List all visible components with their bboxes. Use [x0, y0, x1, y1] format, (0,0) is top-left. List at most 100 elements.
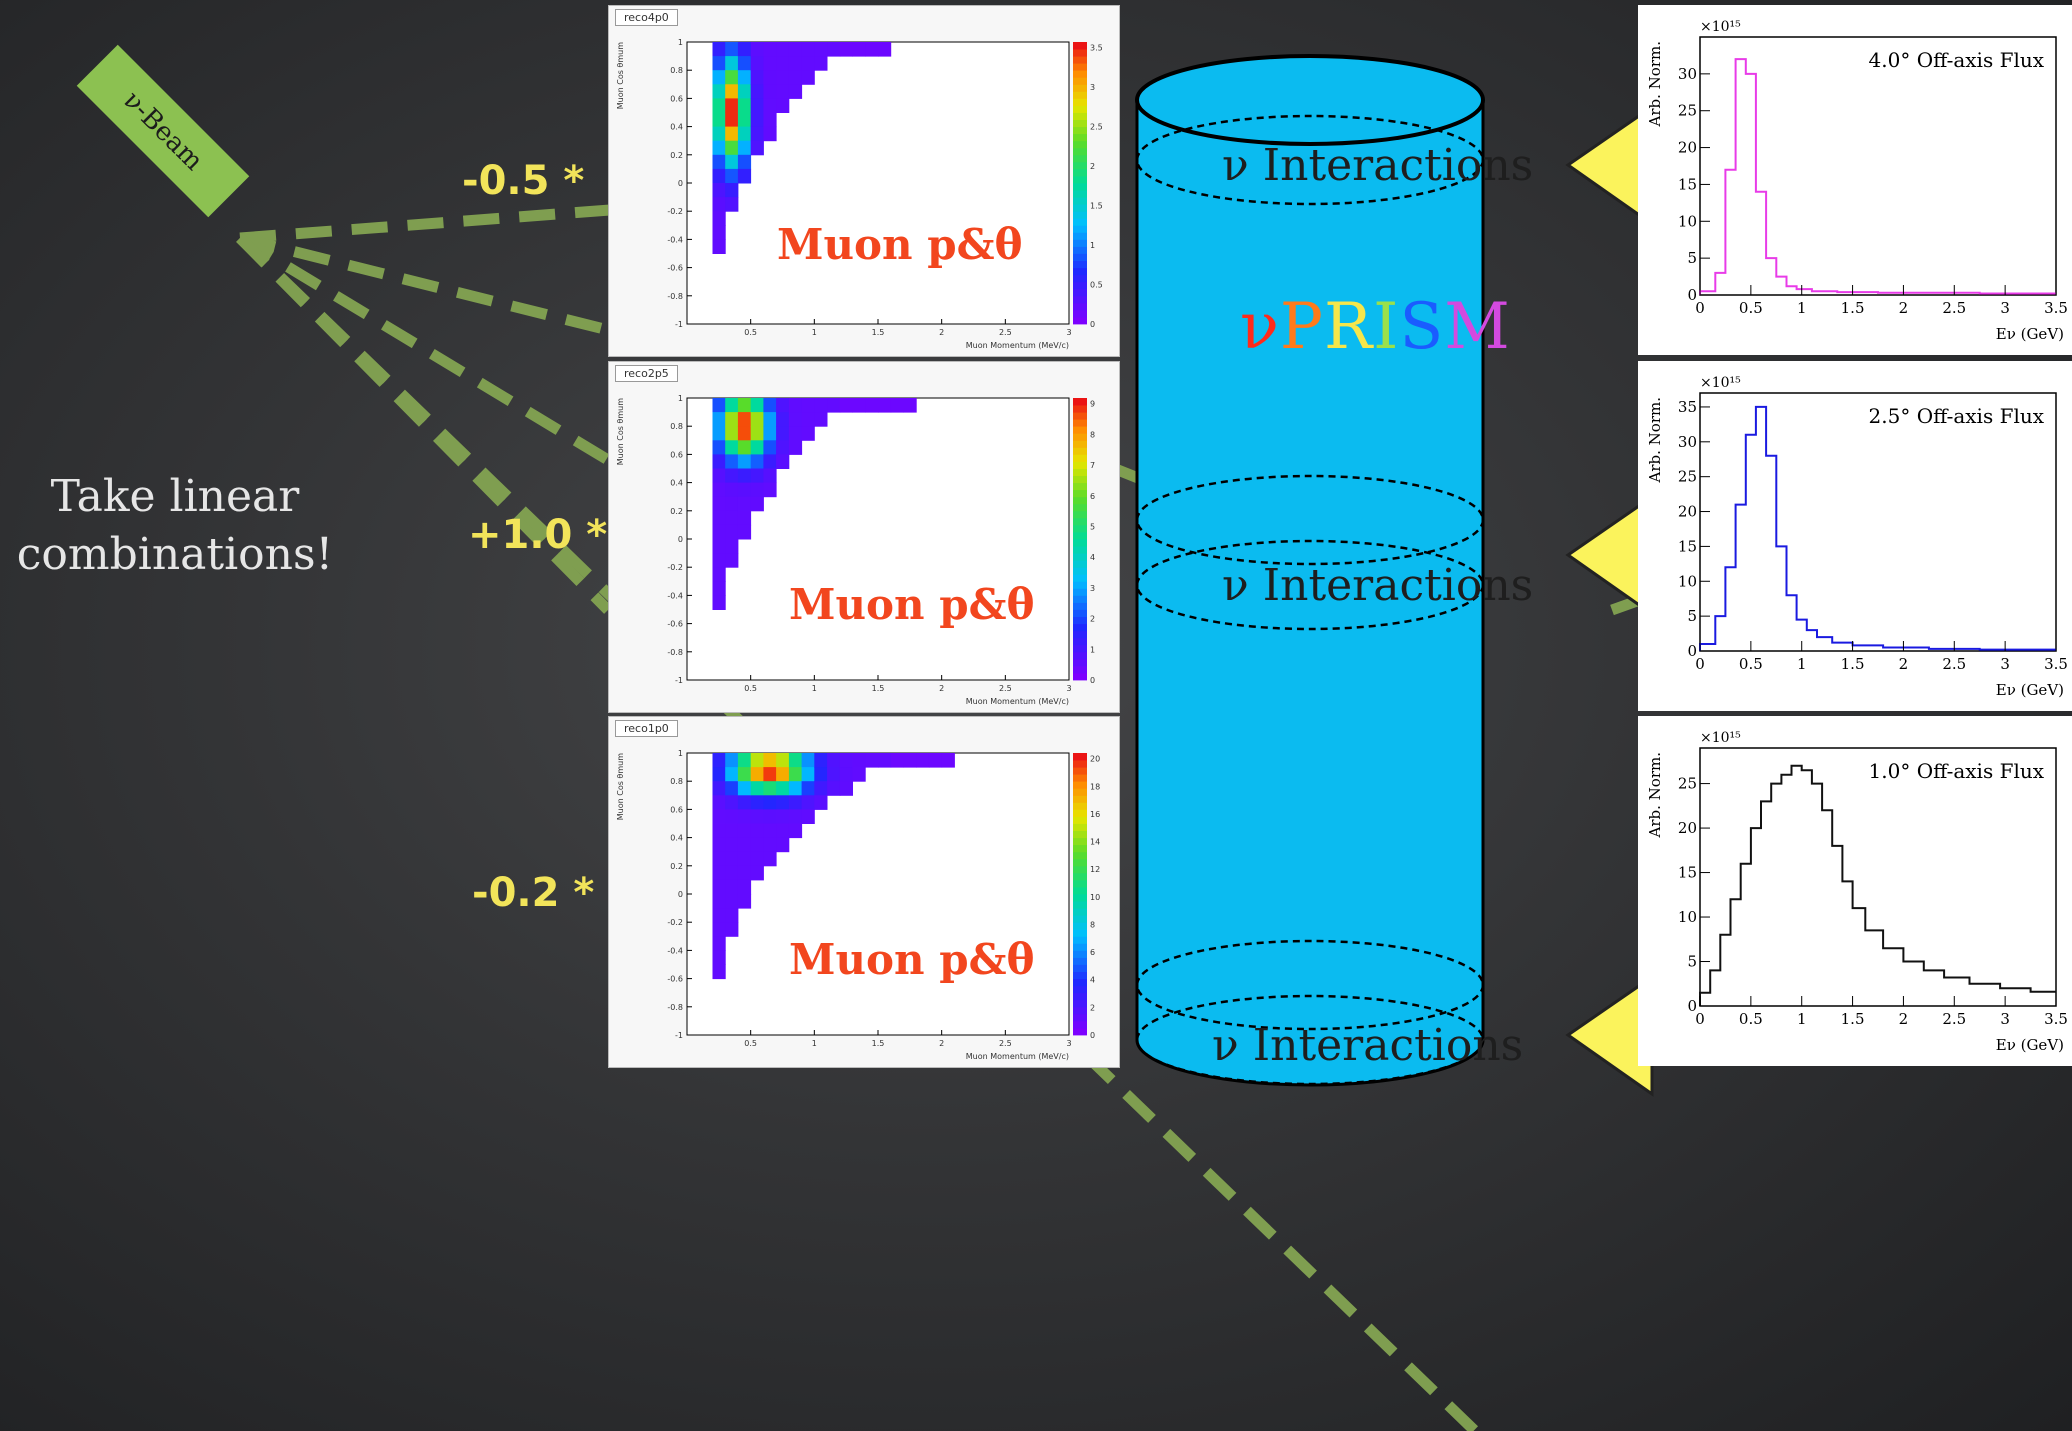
- y-tick-label: 0.6: [670, 450, 683, 459]
- heatmap-cell: [814, 767, 828, 782]
- muon-label-1: Muon p&θ: [777, 220, 1023, 269]
- y-axis-label: Muon Cos θmum: [616, 42, 625, 109]
- detector-name-letter: R: [1323, 290, 1374, 364]
- cylinder-top: [1135, 54, 1485, 146]
- heatmap-cell: [750, 482, 764, 498]
- y-tick-label: -0.4: [667, 946, 683, 955]
- y-tick-label: 0.4: [670, 834, 683, 843]
- heatmap-cell: [750, 426, 764, 441]
- heatmap-cell: [890, 398, 904, 413]
- detector-name: νPRISM: [1240, 290, 1511, 364]
- flux-y-tick-label: 5: [1687, 953, 1697, 971]
- colorbar-cell: [1073, 809, 1087, 817]
- heatmap-cell: [814, 795, 828, 810]
- colorbar-tick-label: 3: [1090, 584, 1095, 593]
- x-axis-label: Muon Momentum (MeV/c): [966, 1052, 1069, 1061]
- colorbar-cell: [1073, 1006, 1087, 1015]
- heatmap-cell: [712, 581, 726, 596]
- heatmap-cell: [725, 539, 739, 554]
- heatmap-cell: [725, 753, 739, 768]
- colorbar-tick-label: 0: [1090, 676, 1095, 685]
- heatmap-cell: [725, 168, 739, 184]
- heatmap-cell: [776, 84, 790, 99]
- heatmap-cell: [750, 823, 764, 839]
- heatmap-cell: [750, 851, 764, 867]
- heatmap-cell: [788, 70, 803, 85]
- heatmap-cell: [839, 767, 853, 782]
- heatmap-cell: [763, 440, 777, 455]
- flux-y-tick-label: 25: [1678, 775, 1697, 793]
- x-tick-label: 1: [812, 328, 817, 337]
- y-tick-label: 0.2: [670, 507, 683, 516]
- heatmap-cell: [878, 398, 892, 413]
- flux-y-tick-label: 15: [1678, 175, 1697, 193]
- heatmap-cell: [712, 154, 726, 170]
- y-tick-label: 0: [678, 890, 683, 899]
- heatmap-cell: [776, 426, 790, 441]
- heatmap-cell: [788, 809, 803, 824]
- heatmap-cell: [852, 767, 866, 782]
- heatmap-cell: [737, 454, 752, 469]
- heatmap-cell: [763, 781, 777, 796]
- x-tick-label: 3: [1066, 328, 1071, 337]
- heatmap-cell: [750, 865, 764, 881]
- colorbar-cell: [1073, 908, 1087, 916]
- flux-x-tick-label: 0.5: [1739, 655, 1763, 673]
- colorbar-cell: [1073, 950, 1087, 958]
- colorbar-tick-label: 9: [1090, 400, 1095, 409]
- colorbar-cell: [1073, 901, 1087, 909]
- flux-y-axis-label: Arb. Norm.: [1646, 397, 1664, 483]
- heatmap-cell: [865, 753, 879, 768]
- beam-line-2: [238, 232, 610, 336]
- colorbar-cell: [1073, 823, 1087, 831]
- colorbar-cell: [1073, 405, 1087, 413]
- colorbar-cell: [1073, 760, 1087, 768]
- colorbar-cell: [1073, 879, 1087, 888]
- colorbar-cell: [1073, 175, 1087, 184]
- heatmap-cell: [725, 440, 739, 455]
- colorbar-cell: [1073, 943, 1087, 951]
- heatmap-cell: [776, 837, 790, 853]
- heatmap-cell: [750, 56, 764, 71]
- flux-x-tick-label: 1.5: [1841, 1010, 1865, 1028]
- heatmap-cell: [712, 753, 726, 768]
- heatmap-cell: [725, 126, 739, 142]
- heatmap-cell: [737, 112, 752, 128]
- colorbar-cell: [1073, 517, 1087, 526]
- y-tick-label: -0.2: [667, 563, 683, 572]
- colorbar-cell: [1073, 461, 1087, 469]
- interaction-label-3: ν Interactions: [1212, 1020, 1524, 1071]
- heatmap-cell: [712, 539, 726, 554]
- colorbar-cell: [1073, 147, 1087, 156]
- flux-multiplier: ×10¹⁵: [1700, 730, 1741, 746]
- heatmap-cell: [712, 851, 726, 867]
- colorbar-cell: [1073, 133, 1087, 142]
- y-tick-label: 0: [678, 179, 683, 188]
- colorbar-cell: [1073, 781, 1087, 789]
- colorbar-cell: [1073, 609, 1087, 617]
- heatmap-cell: [814, 42, 828, 57]
- x-tick-label: 0.5: [744, 328, 757, 337]
- heatmap-cell: [763, 753, 777, 768]
- colorbar-cell: [1073, 665, 1087, 674]
- flux-y-tick-label: 10: [1678, 572, 1697, 590]
- heatmap-cell: [725, 496, 739, 512]
- heatmap-cell: [725, 837, 739, 853]
- colorbar-cell: [1073, 546, 1087, 554]
- heatmap-cell: [801, 753, 815, 768]
- y-tick-label: -1: [675, 320, 683, 329]
- colorbar-cell: [1073, 119, 1087, 128]
- colorbar-tick-label: 18: [1090, 782, 1100, 791]
- heatmap-cell: [763, 454, 777, 469]
- heatmap-cell: [763, 809, 777, 824]
- colorbar-cell: [1073, 433, 1087, 441]
- colorbar-cell: [1073, 197, 1087, 205]
- colorbar-cell: [1073, 872, 1087, 881]
- colorbar-tick-label: 12: [1090, 865, 1100, 874]
- heatmap-cell: [725, 412, 739, 427]
- colorbar-cell: [1073, 454, 1087, 462]
- x-tick-label: 1.5: [872, 1039, 885, 1048]
- flux-y-tick-label: 25: [1678, 102, 1697, 120]
- heatmap-cell: [737, 865, 752, 881]
- heatmap-cell: [801, 70, 815, 85]
